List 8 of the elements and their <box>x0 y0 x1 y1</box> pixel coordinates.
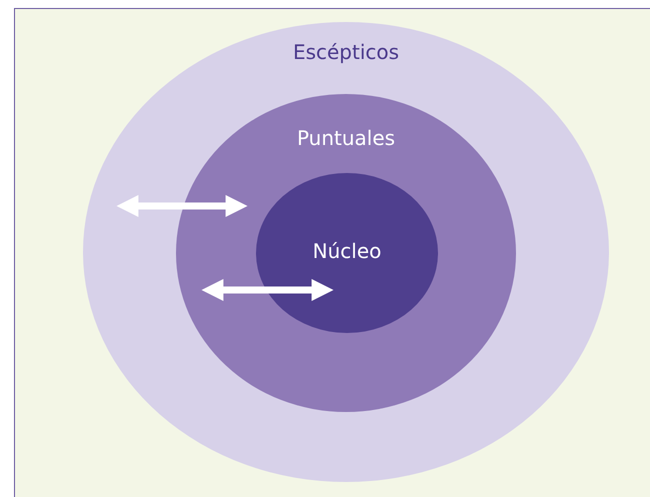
double-arrow <box>116 195 248 217</box>
region-label: Escépticos <box>292 40 400 64</box>
double-arrow <box>201 279 334 301</box>
inner-ellipse <box>256 173 438 333</box>
outer-ellipse <box>83 22 609 482</box>
middle-ellipse <box>176 94 516 412</box>
region-label: Puntuales <box>296 126 396 150</box>
region-label: Núcleo <box>312 239 382 263</box>
